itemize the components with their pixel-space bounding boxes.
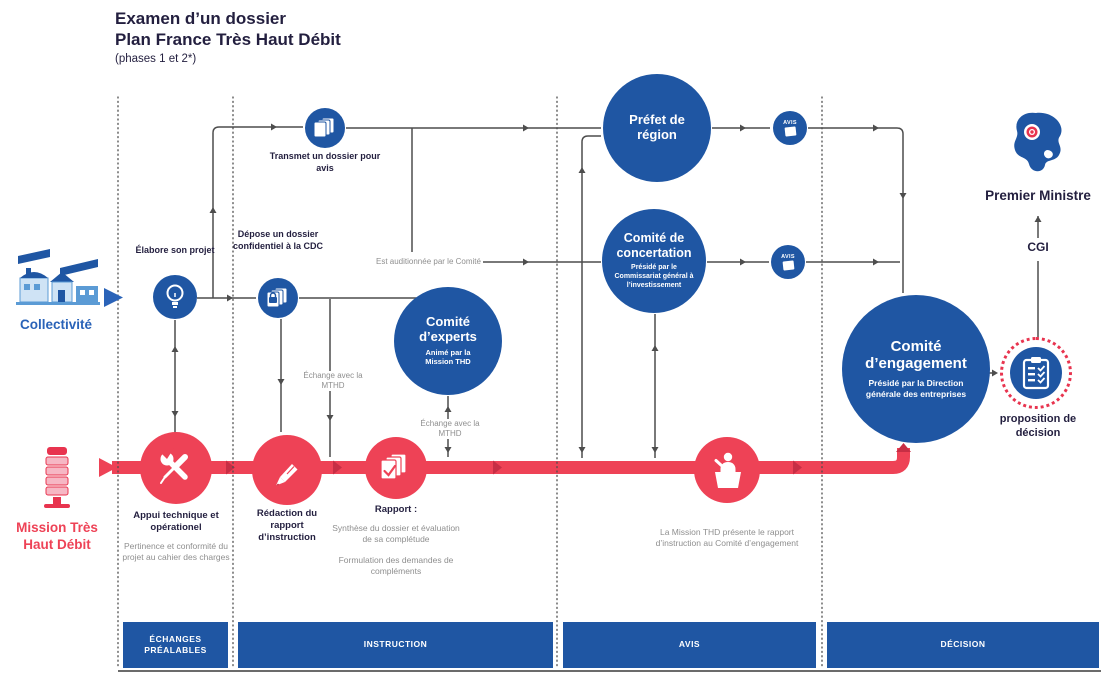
node-proposition [1010,347,1062,399]
avis-document-icon [784,126,796,137]
title-line-1: Examen d’un dossier [115,9,286,28]
node-comite-concertation: Comité de concertation Présidé par le Co… [602,209,706,313]
antenna-icon [44,447,70,508]
label-elabore: Élabore son projet [135,245,215,255]
speaker-podium-icon [714,452,741,488]
lightbulb-icon [166,284,184,308]
diagram-title: Examen d’un dossier Plan France Très Hau… [115,8,341,65]
premier-ministre-logo [1006,110,1070,187]
label-presentation: La Mission THD présente le rapport d’ins… [655,527,799,548]
edge-label-echange-experts: Échange avec la MTHD [416,419,484,440]
mission-thd-label: Mission Très Haut Débit [16,520,98,553]
avis-document-icon [782,260,794,271]
label-rapport-detail-1: Synthèse du dossier et évaluation de sa … [332,523,460,544]
phase-band-instruction: INSTRUCTION [238,622,553,668]
phase-band-instruction-label: INSTRUCTION [363,639,428,650]
marianne-logo [1014,112,1062,172]
label-rapport-title: Rapport : [374,504,418,515]
concertation-title: Comité de concertation [616,231,692,260]
buildings-icon [16,249,100,305]
label-appui-title: Appui technique et opérationel [133,510,219,534]
node-comite-experts: Comité d’experts Animé par la Mission TH… [394,287,502,395]
phase-band-avis: AVIS [563,622,816,668]
experts-subtitle: Animé par la Mission THD [425,347,471,367]
step-redaction-rapport [252,435,322,505]
phase-band-echanges: ÉCHANGES PRÉALABLES [123,622,228,668]
avis-badge-1-label: AVIS [783,120,797,126]
cgi-label: CGI [1027,240,1049,254]
tools-icon [158,448,188,484]
collectivite-label: Collectivité [19,317,93,332]
avis-badge-1: AVIS [773,111,807,145]
node-comite-engagement: Comité d’engagement Présidé par la Direc… [842,295,990,443]
node-transmet-dossier [305,108,345,148]
collectivite-actor [10,246,102,317]
step-presentation [694,437,760,503]
avis-badge-2-label: AVIS [781,254,795,260]
clipboard-icon [1022,357,1050,390]
documents-icon [313,117,335,138]
title-subtitle: (phases 1 et 2*) [115,52,197,65]
prefet-title: Préfet de région [629,112,685,142]
label-appui-detail: Pertinence et conformité du projet au ca… [122,541,230,562]
concertation-subtitle: Présidé par le Commissariat général à l’… [614,264,694,290]
edge-label-audition: Est auditionnée par le Comité [374,257,483,268]
report-check-icon [380,453,407,480]
title-line-2: Plan France Très Haut Débit [115,30,341,50]
engagement-title: Comité d’engagement [865,338,967,373]
avis-badge-2: AVIS [771,245,805,279]
phase-band-echanges-label: ÉCHANGES PRÉALABLES [144,633,207,655]
phase-band-decision: DÉCISION [827,622,1099,668]
premier-ministre-label: Premier Ministre [985,188,1091,203]
label-transmet: Transmet un dossier pour avis [269,151,381,173]
experts-title: Comité d’experts [419,313,477,344]
proposition-label: proposition de décision [999,413,1077,440]
node-prefet-region: Préfet de région [603,74,711,182]
pencil-icon [276,464,298,486]
mission-thd-actor [38,446,76,523]
label-rapport-detail-2: Formulation des demandes de compléments [338,555,454,576]
locked-documents-icon [266,287,288,308]
node-elabore-projet [153,275,197,319]
engagement-subtitle: Présidé par la Direction générale des en… [865,377,967,399]
phase-band-decision-label: DÉCISION [940,639,986,650]
step-appui-technique [140,432,212,504]
label-redaction: Rédaction du rapport d’instruction [256,508,318,544]
step-rapport [365,437,427,499]
node-depose-dossier [258,278,298,318]
phase-band-avis-label: AVIS [678,639,701,650]
label-depose: Dépose un dossier confidentiel à la CDC [232,229,323,251]
edge-label-echange-cdc: Échange avec la MTHD [299,371,367,392]
proposition-dotted-ring [1000,337,1072,409]
